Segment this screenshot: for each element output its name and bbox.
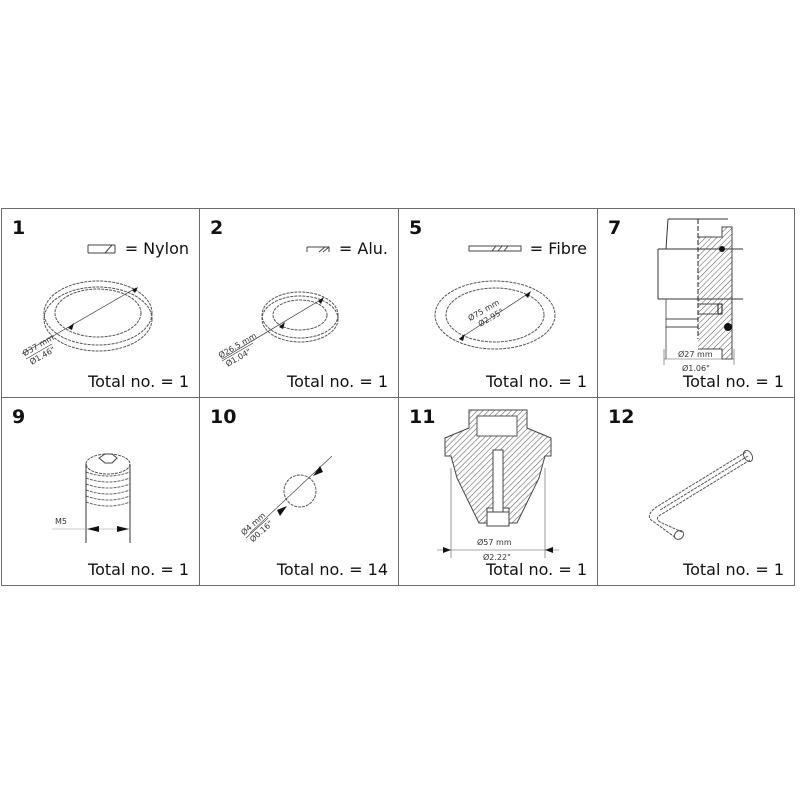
steel-ball-icon: Ø4 mm Ø0.16" — [239, 455, 333, 544]
set-screw-icon: M5 — [52, 453, 131, 543]
total-count: Total no. = 1 — [88, 560, 189, 579]
dimension-mm: Ø57 mm — [477, 537, 512, 547]
fibre-gasket-ring-icon: Ø75 mm Ø2.95" — [434, 280, 556, 350]
total-count: Total no. = 1 — [683, 372, 784, 391]
material-legend: = Fibre — [468, 239, 587, 258]
dimension-mm: M5 — [55, 517, 67, 526]
nylon-section-icon — [87, 244, 116, 253]
dimension-in: Ø1.06" — [682, 363, 710, 373]
material-legend: = Alu. — [305, 239, 388, 258]
part-number: 9 — [12, 406, 26, 428]
total-count: Total no. = 14 — [276, 560, 388, 579]
part-cell-12: 12 Total no. = 1 — [598, 398, 794, 585]
hex-key-icon — [648, 449, 754, 540]
part-number: 5 — [409, 217, 423, 239]
material-label: = Alu. — [338, 239, 388, 258]
part-cell-7: 7 Ø27 mm Ø1.06" Total no. = 1 — [598, 209, 794, 398]
part-cell-11: 11 Ø57 mm Ø2.22" Total no. = 1 — [399, 398, 598, 585]
material-label: = Nylon — [124, 239, 189, 258]
dimension-in: Ø2.22" — [483, 552, 511, 562]
total-count: Total no. = 1 — [287, 372, 388, 391]
part-number: 1 — [12, 217, 26, 239]
material-legend: = Nylon — [85, 239, 189, 258]
valve-insert-cross-section-icon: Ø27 mm Ø1.06" — [657, 218, 743, 373]
part-number: 12 — [608, 406, 635, 428]
part-number: 2 — [210, 217, 224, 239]
aluminum-gasket-ring-icon: Ø26.5 mm Ø1.04" — [217, 291, 339, 369]
total-count: Total no. = 1 — [486, 560, 587, 579]
part-cell-10: 10 Ø4 mm Ø0.16" Total no. = 14 — [200, 398, 399, 585]
cone-cross-section-icon: Ø57 mm Ø2.22" — [437, 409, 559, 562]
part-number: 11 — [409, 406, 436, 428]
part-number: 7 — [608, 217, 622, 239]
part-cell-5: 5 = Fibre Ø75 mm Ø2.95" Total no. = 1 — [399, 209, 598, 398]
total-count: Total no. = 1 — [486, 372, 587, 391]
total-count: Total no. = 1 — [88, 372, 189, 391]
part-cell-9: 9 M5 Total no. = 1 — [2, 398, 200, 585]
total-count: Total no. = 1 — [683, 560, 784, 579]
aluminum-section-icon — [306, 246, 330, 252]
part-number: 10 — [210, 406, 237, 428]
nylon-gasket-ring-icon: Ø37 mm Ø1.46" — [21, 280, 153, 367]
part-cell-2: 2 = Alu. Ø26.5 mm Ø1.04" Total no. = 1 — [200, 209, 399, 398]
dimension-mm: Ø27 mm — [678, 349, 713, 359]
part-cell-1: 1 = Nylon Ø37 mm Ø1.46" Total no. = 1 — [2, 209, 200, 398]
parts-grid: 1 = Nylon Ø37 mm Ø1.46" Total no. = 1 2 — [1, 208, 795, 586]
fibre-section-icon — [468, 245, 522, 251]
material-label: = Fibre — [529, 239, 587, 258]
